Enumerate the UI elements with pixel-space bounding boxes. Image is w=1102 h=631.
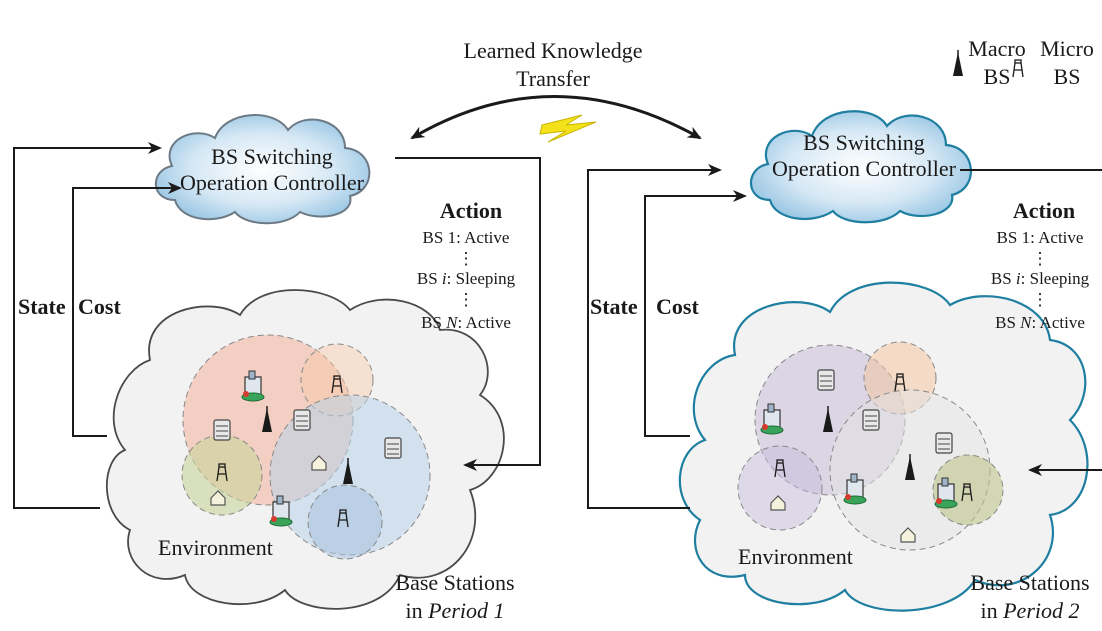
server-right-1 (817, 369, 835, 391)
period-right-line1: Base Stations (970, 570, 1089, 595)
controller-cloud-left (154, 114, 371, 225)
cost-label-left: Cost (78, 294, 121, 319)
transfer-arrow (410, 95, 702, 140)
micro-bs-icon (1012, 59, 1024, 78)
transfer-label-line1: Learned Knowledge (464, 38, 643, 63)
controller-left-line2: Operation Controller (180, 170, 365, 195)
action-right-bs1: BS 1: Active (997, 228, 1084, 247)
state-label-left: State (18, 294, 66, 319)
environment-label-right: Environment (738, 544, 853, 569)
server-left-2 (384, 437, 402, 459)
legend-micro-line2: BS (1054, 64, 1081, 89)
action-right-bsi: BS i: Sleeping (991, 269, 1090, 288)
environment-label-left: Environment (158, 535, 273, 560)
cost-arrow-right (644, 190, 747, 437)
state-arrow-right (587, 164, 722, 509)
legend-macro-line2: BS (984, 64, 1011, 89)
lightning-bolt-icon (539, 114, 597, 143)
legend-micro-line1: Micro (1040, 36, 1094, 61)
server-right-2 (862, 409, 880, 431)
cost-label-right: Cost (656, 294, 699, 319)
action-right-dots1: ⋮ (1032, 249, 1049, 268)
coverage-micro-left-bottom (307, 484, 383, 560)
controller-cloud-right (750, 110, 973, 224)
period-right-line2: in Period 2 (980, 598, 1079, 623)
action-left-bs1: BS 1: Active (423, 228, 510, 247)
period-left-line2: in Period 1 (405, 598, 504, 623)
legend-macro-line1: Macro (968, 36, 1025, 61)
state-label-right: State (590, 294, 638, 319)
period-left-line1: Base Stations (395, 570, 514, 595)
macro-bs-icon (952, 49, 964, 77)
action-left-bsi: BS i: Sleeping (417, 269, 516, 288)
coverage-micro-right-left (737, 445, 823, 531)
action-right-bsn: BS N: Active (995, 313, 1085, 332)
state-arrow-left (13, 142, 162, 509)
action-title-right: Action (1013, 198, 1075, 223)
server-left-1 (293, 409, 311, 431)
server-right-3 (935, 432, 953, 454)
action-title-left: Action (440, 198, 502, 223)
action-left-bsn: BS N: Active (421, 313, 511, 332)
action-left-dots2: ⋮ (458, 290, 475, 309)
server-left-3 (213, 419, 231, 441)
action-left-dots1: ⋮ (458, 249, 475, 268)
controller-left-line1: BS Switching (211, 144, 333, 169)
controller-right-line1: BS Switching (803, 130, 925, 155)
coverage-micro-left-left (181, 434, 263, 516)
action-arrow-left (395, 157, 541, 471)
cost-arrow-left (72, 182, 182, 437)
controller-right-line2: Operation Controller (772, 156, 957, 181)
action-right-dots2: ⋮ (1032, 290, 1049, 309)
transfer-label-line2: Transfer (516, 66, 590, 91)
